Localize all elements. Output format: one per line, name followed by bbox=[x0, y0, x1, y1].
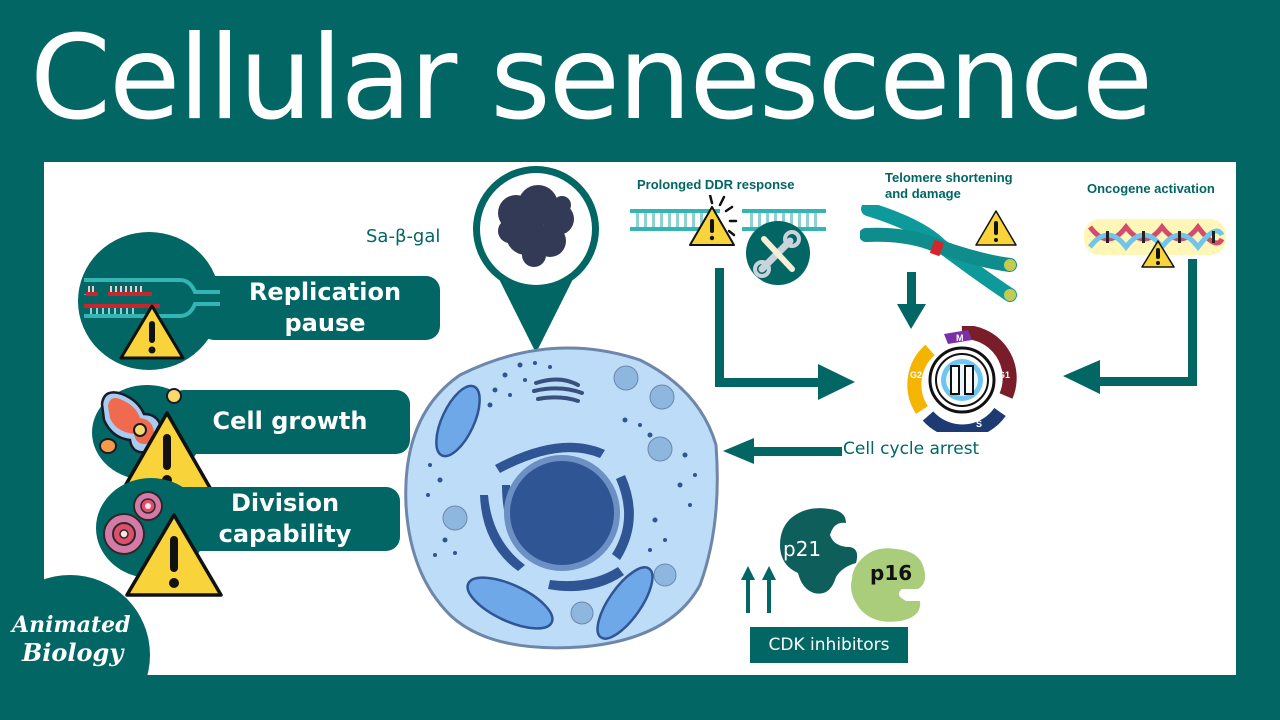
dividing-cell-icon bbox=[103, 491, 163, 555]
cell-cycle-arrest-label: Cell cycle arrest bbox=[843, 439, 980, 459]
effect-replication-pause: Replication pause bbox=[200, 276, 440, 340]
warning-icon bbox=[125, 513, 223, 597]
logo-disc bbox=[0, 575, 150, 720]
phase-g2: G2 bbox=[910, 370, 922, 380]
p16-label: p16 bbox=[870, 561, 913, 585]
trigger-label-telomere-line2: and damage bbox=[885, 186, 961, 201]
effect-division-capability: Division capability bbox=[170, 487, 400, 551]
trigger-label-oncogene: Oncogene activation bbox=[1087, 181, 1215, 196]
sa-beta-gal-label: Sa-β-gal bbox=[366, 226, 441, 247]
senescent-cell bbox=[404, 346, 719, 650]
phase-m: M bbox=[956, 333, 964, 343]
effect-label-line2: pause bbox=[284, 309, 366, 337]
p16-protein-icon bbox=[851, 548, 926, 622]
logo-line2: Biology bbox=[22, 638, 124, 667]
p21-label: p21 bbox=[783, 537, 822, 561]
effect-cell-growth: Cell growth bbox=[170, 390, 410, 454]
logo-line1: Animated bbox=[12, 612, 131, 638]
damaged-dna-repair-icon bbox=[630, 195, 826, 285]
effect-label-line1: Cell growth bbox=[212, 407, 368, 436]
effect-label-line1: Division bbox=[230, 488, 340, 517]
effect-label-line2: capability bbox=[218, 520, 352, 548]
page-title: Cellular senescence bbox=[30, 11, 1153, 146]
dna-helix-warning-icon bbox=[1084, 219, 1226, 268]
phase-g1: G1 bbox=[998, 370, 1010, 380]
trigger-label-telomere-line1: Telomere shortening bbox=[885, 170, 1013, 185]
chromosome-telomere-icon bbox=[860, 205, 1017, 302]
arrow-arrest-to-cell bbox=[723, 438, 842, 464]
arrow-telomere-to-cycle bbox=[897, 272, 926, 329]
arrow-oncogene-to-cycle bbox=[1063, 259, 1197, 394]
up-arrows-icon bbox=[741, 566, 776, 613]
warning-icon bbox=[119, 304, 185, 360]
logo: Animated Biology bbox=[12, 612, 152, 668]
dna-replication-fork-icon bbox=[84, 278, 220, 318]
trigger-label-ddr: Prolonged DDR response bbox=[637, 177, 795, 192]
effect-label-line1: Replication bbox=[248, 277, 402, 306]
cdk-inhibitors-label: CDK inhibitors bbox=[750, 627, 908, 663]
p21-protein-icon bbox=[780, 508, 858, 594]
trigger-label-telomere: Telomere shortening and damage bbox=[885, 170, 1013, 202]
beta-galactosidase-aggregate-icon bbox=[498, 185, 574, 267]
cell-cycle-clock-paused-icon: M G1 S G2 bbox=[907, 326, 1017, 432]
magnifier-pin bbox=[473, 166, 599, 353]
phase-s: S bbox=[976, 419, 982, 429]
growing-cell-icon bbox=[99, 388, 182, 454]
arrow-ddr-to-cycle bbox=[715, 268, 855, 400]
